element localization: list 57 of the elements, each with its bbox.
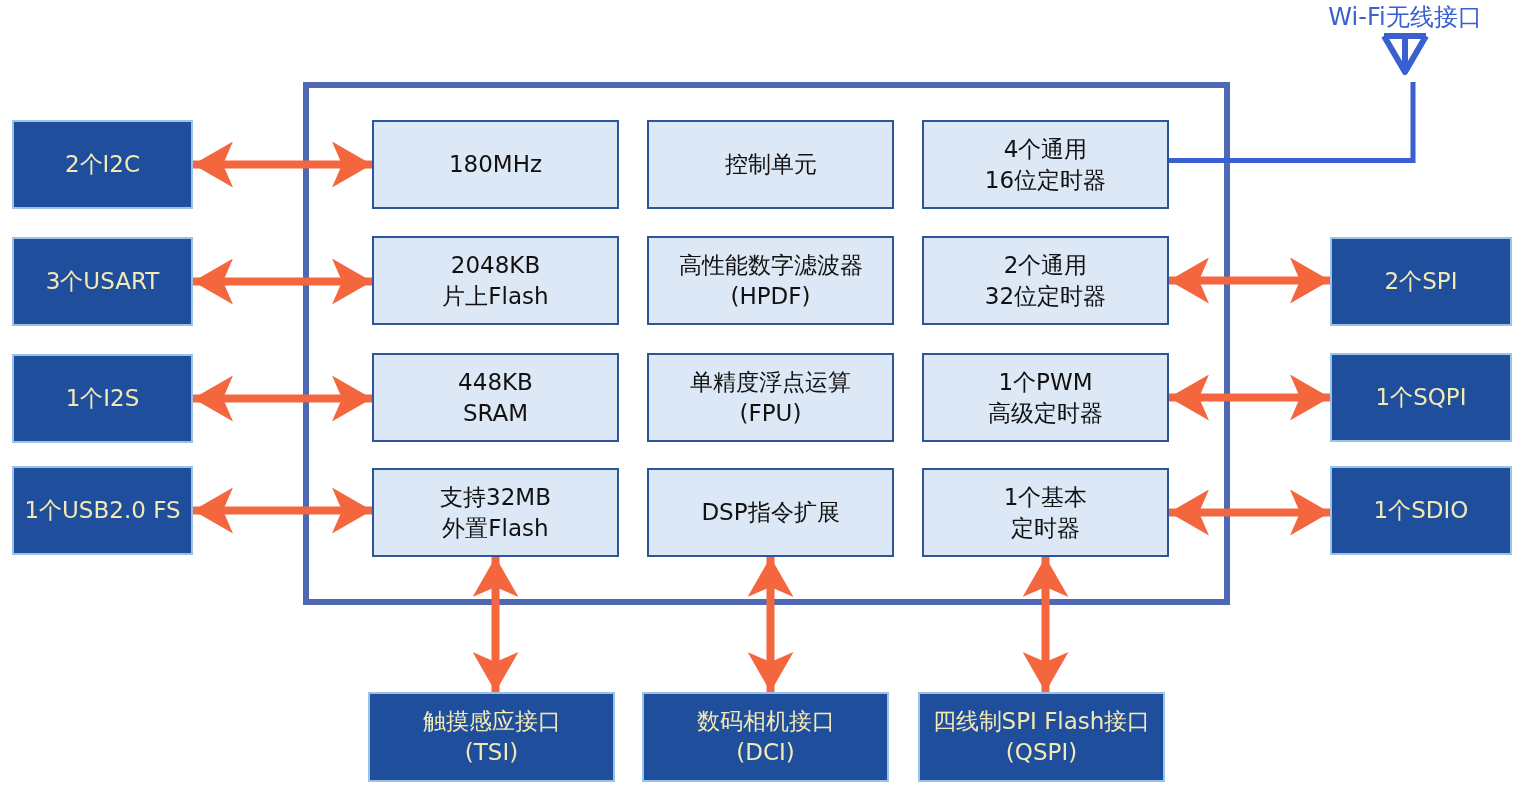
module-box bbox=[372, 468, 619, 557]
interface-box bbox=[1330, 237, 1512, 326]
box-label: 触摸感应接口 (TSI) bbox=[421, 707, 562, 767]
box-label: 单精度浮点运算 (FPU) bbox=[689, 367, 852, 428]
interface-box bbox=[1330, 353, 1512, 442]
double-arrow bbox=[1169, 374, 1330, 421]
double-arrow bbox=[193, 258, 372, 305]
double-arrow bbox=[1169, 257, 1330, 304]
interface-box bbox=[12, 237, 193, 326]
module-box bbox=[647, 236, 894, 325]
box-label: 1个SQPI bbox=[1374, 383, 1468, 412]
connector-line bbox=[1169, 82, 1416, 163]
box-label: 1个基本定时器 bbox=[1002, 482, 1089, 543]
double-arrow bbox=[193, 141, 372, 188]
box-label: 控制单元 bbox=[723, 150, 818, 179]
box-label: 1个I2S bbox=[64, 384, 141, 413]
interface-box bbox=[12, 466, 193, 555]
box-label: Wi-Fi无线接口 bbox=[1327, 2, 1483, 32]
interface-box bbox=[918, 692, 1165, 782]
interface-box bbox=[368, 692, 615, 782]
module-box bbox=[922, 236, 1169, 325]
box-label: 支持32MB 外置Flash bbox=[439, 482, 552, 543]
box-label: 2048KB 片上Flash bbox=[441, 250, 550, 311]
box-label: 2个I2C bbox=[63, 150, 142, 179]
box-label: 1个PWM 高级定时器 bbox=[987, 367, 1104, 428]
box-label: 4个通用 16位定时器 bbox=[983, 134, 1108, 195]
module-box bbox=[922, 468, 1169, 557]
interface-box bbox=[642, 692, 889, 782]
module-box bbox=[922, 353, 1169, 442]
double-arrow bbox=[1022, 557, 1069, 692]
box-label: 2个通用 32位定时器 bbox=[983, 250, 1108, 311]
chip-frame bbox=[303, 82, 1230, 605]
box-label: DSP指令扩展 bbox=[700, 498, 841, 527]
interface-box bbox=[1330, 466, 1512, 555]
box-label: 高性能数字滤波器 (HPDF) bbox=[677, 250, 864, 311]
box-label: 数码相机接口 (DCI) bbox=[695, 707, 836, 767]
box-label: 3个USART bbox=[44, 267, 161, 296]
double-arrow bbox=[1169, 489, 1330, 536]
box-label: 四线制SPI Flash接口 (QSPI) bbox=[931, 707, 1152, 767]
box-label: 448KB SRAM bbox=[457, 367, 534, 428]
interface-box bbox=[12, 120, 193, 209]
double-arrow bbox=[747, 557, 794, 692]
module-box bbox=[372, 353, 619, 442]
module-box bbox=[647, 468, 894, 557]
box-label: 1个SDIO bbox=[1372, 496, 1470, 525]
module-box bbox=[647, 120, 894, 209]
module-box bbox=[647, 353, 894, 442]
double-arrow bbox=[193, 375, 372, 422]
double-arrow bbox=[472, 557, 519, 692]
box-label: 180MHz bbox=[447, 150, 544, 179]
box-label: 2个SPI bbox=[1383, 267, 1459, 296]
module-box bbox=[372, 120, 619, 209]
module-box bbox=[922, 120, 1169, 209]
double-arrow bbox=[193, 487, 372, 534]
interface-box bbox=[12, 354, 193, 443]
box-label: 1个USB2.0 FS bbox=[23, 496, 182, 525]
module-box bbox=[372, 236, 619, 325]
